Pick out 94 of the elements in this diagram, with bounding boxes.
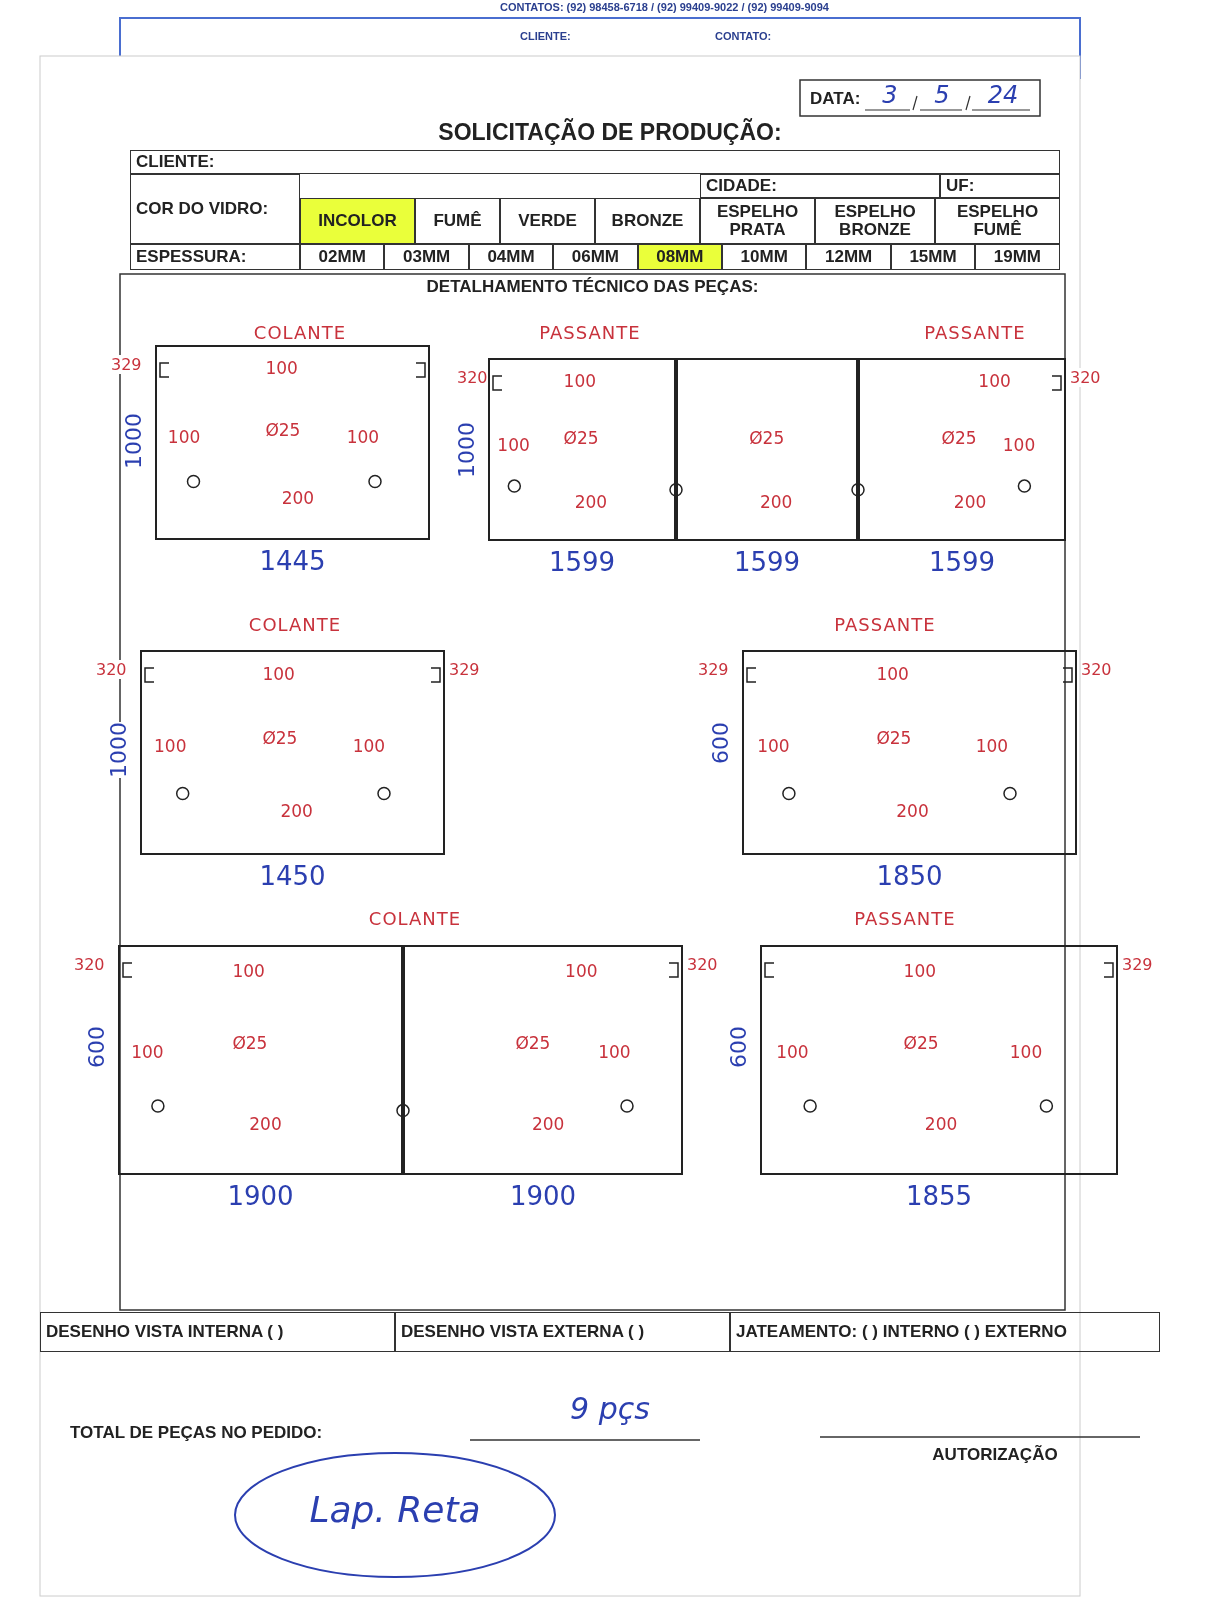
hole-diameter-text: Ø25 [876, 728, 912, 749]
dimension-text: 100 [1009, 1041, 1043, 1062]
highlighted-cell: 08MM [637, 244, 722, 270]
hole-diameter-text: Ø25 [563, 428, 599, 448]
handwritten-text: 9 pçs [569, 1390, 651, 1429]
dimension-text: 200 [249, 1114, 282, 1135]
glass-pane [676, 358, 858, 541]
dimension-text: 100 [975, 736, 1009, 757]
dimension-text: 100 [154, 736, 187, 757]
dimension-text: 100 [598, 1041, 631, 1062]
handwritten-text: 24 [986, 82, 1020, 110]
hinge-dimension: 329 [111, 355, 142, 374]
form-label: CONTATO: [715, 29, 773, 45]
dimension-text: 200 [280, 800, 313, 821]
dimension-text: 100 [757, 736, 790, 757]
table-cell: DESENHO VISTA EXTERNA ( ) [395, 1312, 730, 1352]
glass-pane [155, 345, 430, 540]
dimension-text: 200 [531, 1114, 565, 1135]
dimension-text: 100 [776, 1041, 809, 1062]
dimension-text: 100 [352, 736, 386, 757]
table-cell: JATEAMENTO: ( ) INTERNO ( ) EXTERNO [730, 1312, 1160, 1352]
table-cell: 12MM [806, 244, 891, 270]
table-cell: ESPELHO PRATA [700, 198, 815, 244]
dimension-text: 200 [281, 488, 315, 509]
glass-pane [488, 358, 676, 541]
dimension-text: 100 [565, 960, 598, 981]
dimension-text: 100 [563, 370, 597, 391]
table-cell: 06MM [553, 244, 638, 270]
table-cell: ESPESSURA: [130, 244, 300, 270]
handwritten-text: COLANTE [247, 612, 343, 637]
table-cell: 15MM [890, 244, 976, 270]
table-cell: CIDADE: [700, 174, 940, 198]
form-title: SOLICITAÇÃO DE PRODUÇÃO: [437, 117, 783, 147]
dimension-text: 100 [497, 435, 530, 456]
glass-pane [858, 358, 1066, 541]
table-cell: ESPELHO FUMÊ [935, 198, 1060, 244]
dimension-text: 100 [167, 427, 201, 448]
table-cell: ESPELHO BRONZE [815, 198, 935, 244]
dimension-text: 200 [924, 1114, 958, 1135]
dimension-text: 200 [759, 492, 793, 513]
handwritten-text: COLANTE [367, 906, 463, 931]
hole-diameter-text: Ø25 [262, 728, 298, 749]
glass-pane [140, 650, 445, 855]
section-heading: DETALHAMENTO TÉCNICO DAS PEÇAS: [425, 276, 760, 298]
hole-diameter-text: Ø25 [903, 1032, 939, 1053]
form-label: TOTAL DE PEÇAS NO PEDIDO: [70, 1422, 324, 1445]
table-cell: COR DO VIDRO: [130, 174, 300, 244]
dimension-text: 100 [262, 664, 295, 685]
glass-pane [742, 650, 1077, 855]
dimension-text: 200 [953, 492, 987, 513]
table-cell: UF: [940, 174, 1060, 198]
table-cell: CLIENTE: [130, 150, 1060, 174]
table-cell: FUMÊ [415, 198, 500, 244]
handwritten-text: PASSANTE [853, 906, 957, 931]
handwritten-text: PASSANTE [833, 612, 937, 637]
dimension-text: 100 [978, 370, 1011, 391]
hole-diameter-text: Ø25 [941, 428, 977, 448]
glass-pane [403, 945, 683, 1175]
dimension-text: 100 [346, 427, 380, 448]
dimension-text: 100 [131, 1041, 164, 1062]
hole-diameter-text: Ø25 [232, 1032, 268, 1053]
table-cell: 10MM [722, 244, 807, 270]
handwritten-text: COLANTE [252, 320, 348, 345]
hole-diameter-text: Ø25 [749, 428, 785, 448]
handwritten-text: 3 [881, 82, 899, 110]
glass-pane [760, 945, 1118, 1175]
table-cell: 02MM [300, 244, 385, 270]
handwritten-text: PASSANTE [923, 320, 1027, 345]
hinge-dimension: 320 [96, 660, 127, 679]
form-label: AUTORIZAÇÃO [931, 1444, 1059, 1467]
dimension-text: 100 [232, 960, 265, 981]
handwritten-text: Lap. Reta [308, 1488, 482, 1533]
dimension-text: 200 [896, 800, 929, 821]
form-label: CLIENTE: [520, 29, 572, 45]
form-label: DATA: [810, 88, 862, 111]
dimension-text: 200 [574, 492, 608, 513]
dimension-text: 100 [265, 358, 298, 379]
glass-pane [118, 945, 403, 1175]
hole-diameter-text: Ø25 [515, 1032, 551, 1053]
contact-text: CONTATOS: (92) 98458-6718 / (92) 99409-9022 / (92) 99409-9094 [500, 0, 830, 16]
dimension-text: 100 [1002, 435, 1036, 456]
table-cell: 04MM [468, 244, 554, 270]
hinge-dimension: 320 [1070, 368, 1101, 387]
dimension-text: 100 [876, 664, 909, 685]
table-cell: DESENHO VISTA INTERNA ( ) [40, 1312, 395, 1352]
handwritten-text: 5 [933, 82, 951, 110]
table-cell: 03MM [384, 244, 469, 270]
handwritten-text: PASSANTE [538, 320, 642, 345]
table-cell: BRONZE [595, 198, 700, 244]
table-cell: VERDE [500, 198, 595, 244]
dimension-text: 100 [903, 960, 937, 981]
hole-diameter-text: Ø25 [265, 419, 301, 440]
table-cell: 19MM [975, 244, 1060, 270]
highlighted-cell: INCOLOR [300, 198, 415, 244]
